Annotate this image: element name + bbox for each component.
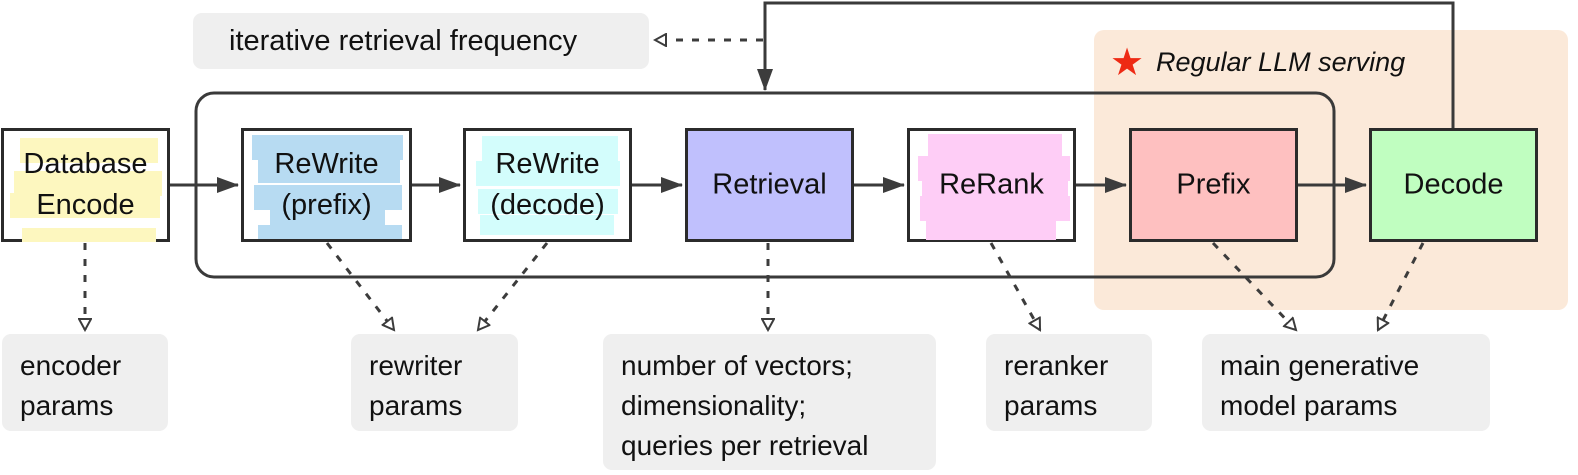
note-line2: model params bbox=[1220, 390, 1398, 421]
note-retrieval-params: number of vectors; dimensionality; queri… bbox=[603, 334, 936, 470]
region-title: Regular LLM serving bbox=[1156, 47, 1406, 77]
note-line2: params bbox=[369, 390, 463, 421]
node-label: ReRank bbox=[939, 168, 1044, 201]
note-reranker-params: reranker params bbox=[986, 334, 1152, 431]
node-label-line1: ReWrite bbox=[495, 148, 600, 180]
note-line1: number of vectors; bbox=[621, 350, 853, 381]
node-prefix: Prefix bbox=[1129, 128, 1298, 242]
note-line2: dimensionality; bbox=[621, 390, 807, 421]
node-label: Prefix bbox=[1176, 168, 1251, 201]
dotted-arrow-prefix bbox=[1211, 241, 1296, 330]
node-decode: Decode bbox=[1369, 128, 1538, 242]
note-text: iterative retrieval frequency bbox=[229, 25, 578, 57]
dotted-arrow-rewrite-prefix bbox=[325, 242, 394, 330]
dotted-arrow-rewrite-decode bbox=[478, 242, 549, 330]
dotted-arrow-decode bbox=[1376, 242, 1425, 330]
note-line1: reranker bbox=[1004, 350, 1109, 381]
note-encoder-params: encoder params bbox=[2, 334, 168, 431]
note-line1: rewriter bbox=[369, 350, 463, 381]
node-rerank: ReRank bbox=[907, 128, 1076, 242]
note-line2: params bbox=[20, 390, 114, 421]
note-line2: params bbox=[1004, 390, 1098, 421]
node-label-line1: ReWrite bbox=[274, 148, 379, 180]
node-label-line2: Encode bbox=[36, 189, 135, 221]
note-iterative-retrieval-frequency: iterative retrieval frequency bbox=[193, 13, 649, 69]
node-rewrite-prefix: ReWrite (prefix) bbox=[241, 128, 412, 242]
note-rewriter-params: rewriter params bbox=[351, 334, 518, 431]
node-label-line2: (prefix) bbox=[281, 189, 372, 221]
node-database-encode: Database Encode bbox=[1, 128, 170, 242]
node-label: Retrieval bbox=[712, 168, 827, 201]
feedback-arrow bbox=[757, 1, 1455, 130]
node-label-line1: Database bbox=[23, 148, 148, 180]
star-icon: ★ bbox=[1110, 42, 1145, 84]
node-rewrite-decode: ReWrite (decode) bbox=[463, 128, 632, 242]
node-retrieval: Retrieval bbox=[685, 128, 854, 242]
note-main-generative-params: main generative model params bbox=[1202, 334, 1490, 431]
node-label: Decode bbox=[1403, 168, 1504, 201]
note-line3: queries per retrieval bbox=[621, 430, 869, 461]
note-line1: encoder bbox=[20, 350, 122, 381]
node-label-line2: (decode) bbox=[490, 189, 605, 221]
note-line1: main generative bbox=[1220, 350, 1420, 381]
dotted-arrow-rerank bbox=[989, 242, 1042, 330]
